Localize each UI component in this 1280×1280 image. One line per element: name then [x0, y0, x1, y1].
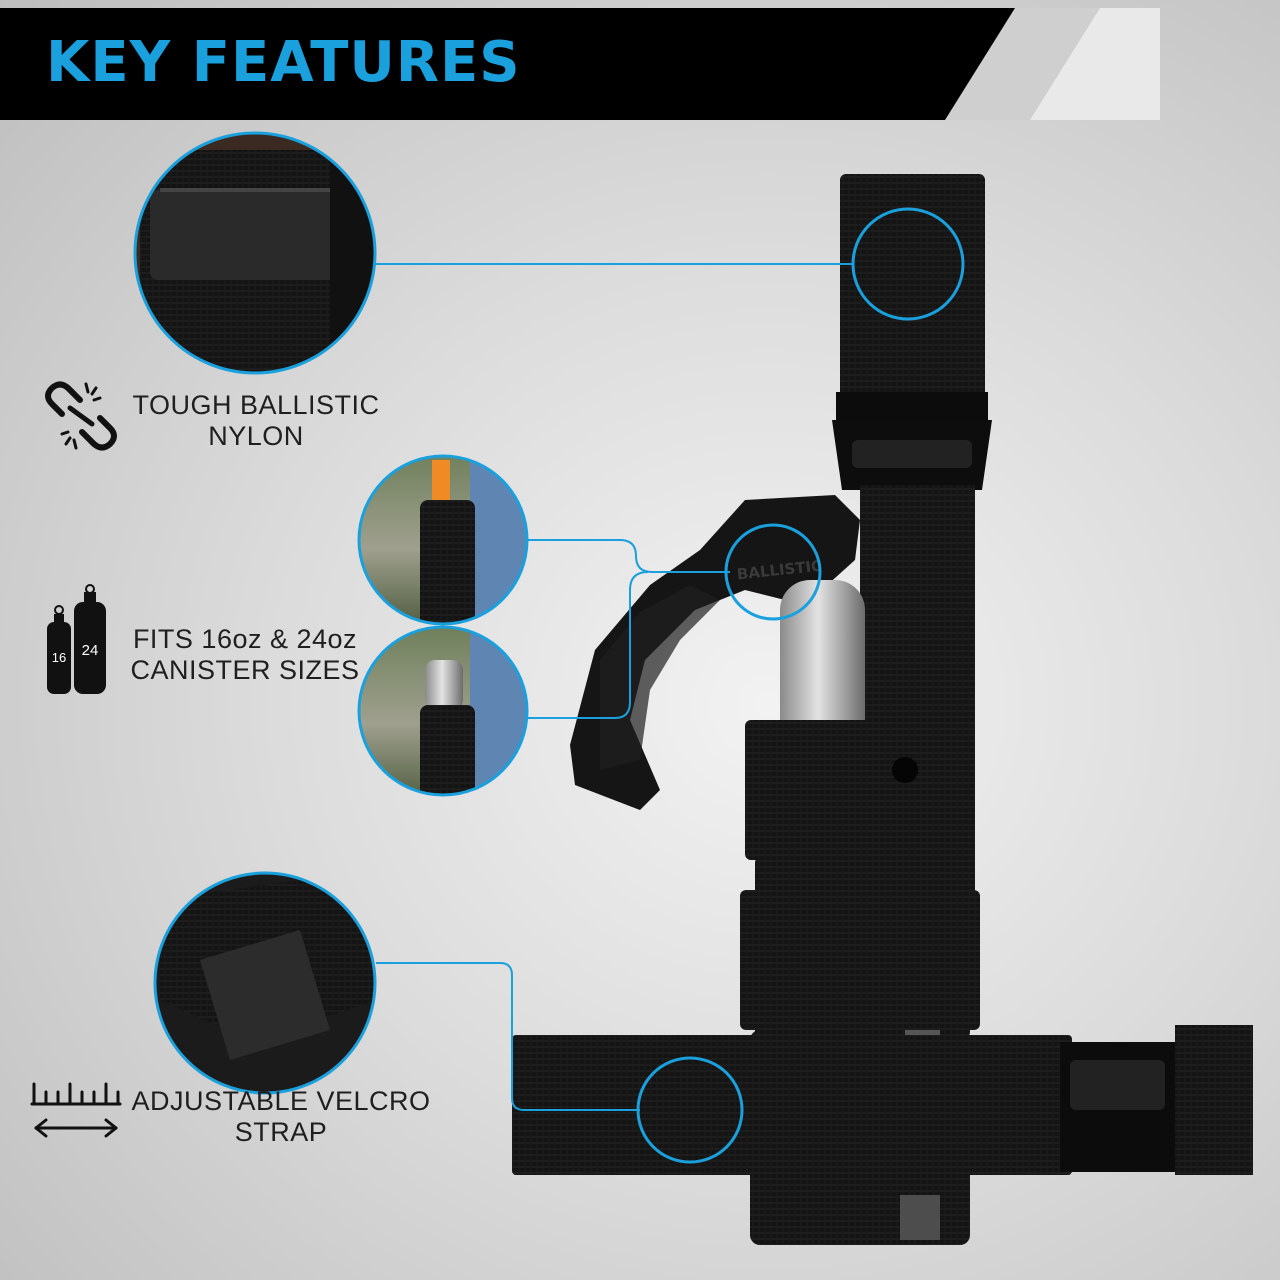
detail-circle-velcro: [153, 871, 377, 1095]
feature-label-sizes: FITS 16oz & 24oz CANISTER SIZES: [122, 624, 368, 686]
feature-nylon-line1: TOUGH BALLISTIC: [132, 390, 380, 420]
detail-circle-16oz: [357, 454, 529, 626]
feature-label-nylon: TOUGH BALLISTIC NYLON: [128, 390, 384, 452]
feature-label-strap: ADJUSTABLE VELCRO STRAP: [126, 1086, 436, 1148]
connector-sizes-bottom: [527, 571, 649, 719]
feature-strap-line2: STRAP: [234, 1117, 328, 1147]
ruler-arrows-icon: [28, 1076, 124, 1149]
canister-small-label: 16: [51, 650, 67, 665]
callout-connectors: [375, 263, 852, 1111]
banner-shape: [0, 8, 1160, 120]
feature-sizes-line1: FITS 16oz & 24oz: [132, 624, 358, 654]
callout-ring-strap: [636, 1056, 744, 1164]
detail-circle-nylon: [133, 131, 377, 375]
holster-illustration: [512, 174, 1253, 1245]
feature-sizes-line2: CANISTER SIZES: [130, 655, 360, 685]
callout-ring-nylon: [851, 207, 965, 321]
header-banner: KEY FEATURES: [0, 0, 1280, 124]
feature-strap-line1: ADJUSTABLE VELCRO: [131, 1086, 431, 1116]
canister-large-label: 24: [81, 642, 99, 659]
canister-pair-icon: 16 24: [44, 584, 108, 701]
feature-nylon-line2: NYLON: [208, 421, 304, 451]
connector-strap: [376, 962, 640, 1111]
page-title: KEY FEATURES: [46, 30, 521, 95]
callout-ring-handle: [724, 523, 822, 621]
detail-circle-24oz: [357, 625, 529, 797]
broken-chain-icon: [40, 378, 122, 459]
